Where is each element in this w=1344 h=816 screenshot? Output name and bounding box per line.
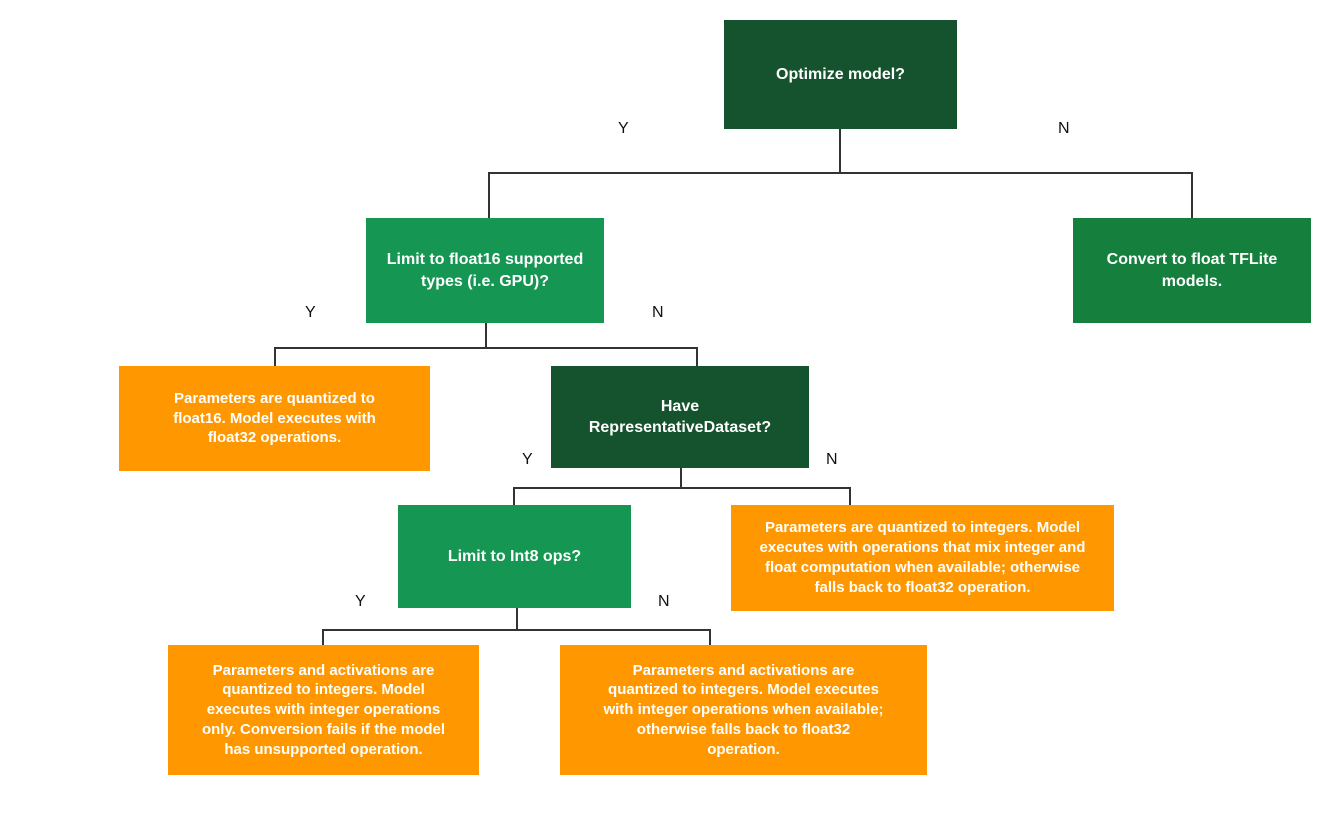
edge-label-f16-no: N — [652, 304, 664, 321]
node-label-limit-float16: Limit to float16 supported types (i.e. G… — [386, 251, 584, 290]
edge-label-int8-yes: Y — [355, 593, 366, 610]
connector-int8-stem — [516, 608, 518, 631]
edge-label-opt-no: N — [1058, 120, 1070, 137]
connector-root-stem — [839, 128, 841, 173]
connector-level1-left-drop — [488, 172, 490, 219]
connector-level4-bus — [322, 629, 711, 631]
node-result-float16[interactable]: Parameters are quantized to float16. Mod… — [119, 366, 430, 471]
node-label-optimize-model: Optimize model? — [776, 65, 905, 83]
connector-level2-bus — [274, 347, 698, 349]
node-limit-float16[interactable]: Limit to float16 supported types (i.e. G… — [366, 218, 604, 323]
node-result-mixed-integer[interactable]: Parameters are quantized to integers. Mo… — [731, 505, 1114, 611]
node-label-convert-float-tflite: Convert to float TFLite models. — [1106, 251, 1278, 290]
connector-level1-right-drop — [1191, 172, 1193, 219]
connector-level4-left-drop — [322, 629, 324, 647]
node-result-integer-only[interactable]: Parameters and activations are quantized… — [168, 645, 479, 775]
node-label-have-representative-dataset: Have RepresentativeDataset? — [588, 397, 772, 436]
node-label-result-integer-only: Parameters and activations are quantized… — [201, 661, 446, 758]
node-result-integer-fallback[interactable]: Parameters and activations are quantized… — [560, 645, 927, 775]
edge-label-rds-no: N — [826, 451, 838, 468]
node-label-result-integer-fallback: Parameters and activations are quantized… — [603, 661, 884, 758]
edge-label-int8-no: N — [658, 593, 670, 610]
edge-label-f16-yes: Y — [305, 304, 316, 321]
connector-rds-stem — [680, 468, 682, 488]
node-label-result-mixed-integer: Parameters are quantized to integers. Mo… — [759, 519, 1086, 596]
node-have-representative-dataset[interactable]: Have RepresentativeDataset? — [551, 366, 809, 468]
connector-level3-left-drop — [513, 487, 515, 507]
node-optimize-model[interactable]: Optimize model? — [724, 20, 957, 129]
connector-f16-stem — [485, 323, 487, 348]
node-label-result-float16: Parameters are quantized to float16. Mod… — [173, 389, 376, 447]
node-convert-float-tflite[interactable]: Convert to float TFLite models. — [1073, 218, 1311, 323]
connector-level2-right-drop — [696, 347, 698, 368]
connector-level2-left-drop — [274, 347, 276, 368]
connector-level1-bus — [488, 172, 1193, 174]
edge-label-opt-yes: Y — [618, 120, 629, 137]
edge-label-rds-yes: Y — [522, 451, 533, 468]
connector-level3-right-drop — [849, 487, 851, 507]
node-limit-int8-ops[interactable]: Limit to Int8 ops? — [398, 505, 631, 608]
connector-level3-bus — [513, 487, 851, 489]
node-label-limit-int8-ops: Limit to Int8 ops? — [447, 547, 582, 565]
connector-level4-right-drop — [709, 629, 711, 647]
